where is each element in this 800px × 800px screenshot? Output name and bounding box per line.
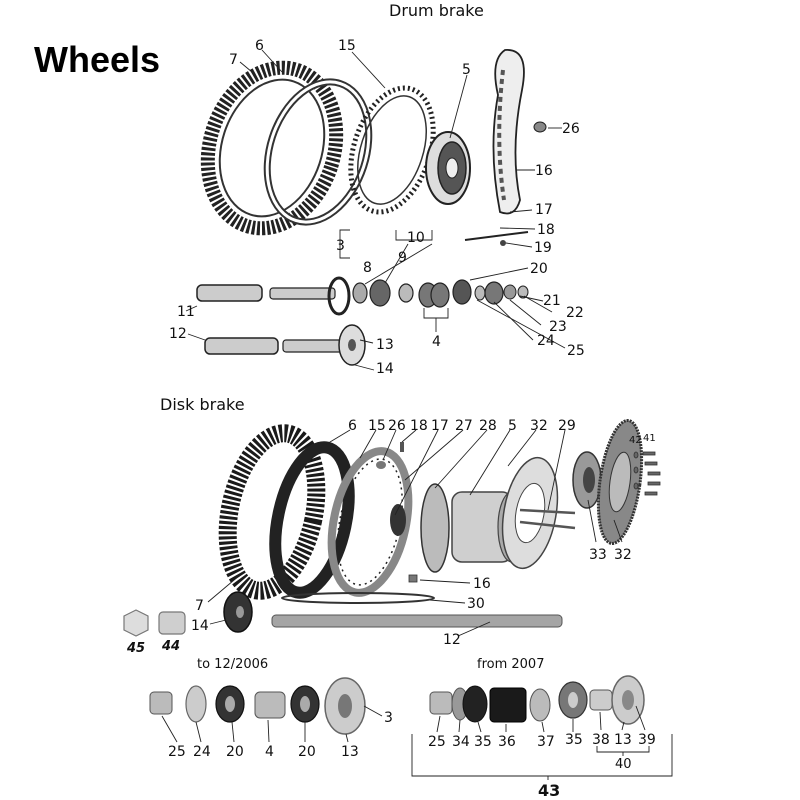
callout: 4 <box>432 334 441 350</box>
callout: 40 <box>615 757 632 772</box>
drum-brake-heading: Drum brake <box>389 1 484 20</box>
callout: 24 <box>537 333 555 349</box>
callout: 7 <box>229 52 238 68</box>
callout: 35 <box>474 734 492 750</box>
callout: 6 <box>348 418 357 434</box>
disk-brake-callouts: 6 15 26 18 17 27 28 5 32 29 42 41 33 32 … <box>126 418 656 656</box>
callout: 19 <box>534 240 552 256</box>
callout: 16 <box>473 576 491 592</box>
callout: 9 <box>398 250 407 266</box>
to-2006-parts <box>149 677 366 735</box>
to-2006-leaders <box>161 705 383 743</box>
callout: 7 <box>195 598 204 614</box>
callout: 37 <box>537 734 555 750</box>
from-2007-heading: from 2007 <box>477 657 544 672</box>
callout: 39 <box>638 732 656 748</box>
callout: 14 <box>376 361 394 377</box>
callout: 44 <box>161 639 180 654</box>
callout: 10 <box>407 230 425 246</box>
callout: 36 <box>498 734 516 750</box>
callout: 20 <box>530 261 548 277</box>
callout: 17 <box>431 418 449 434</box>
callout: 25 <box>168 744 186 760</box>
callout: 33 <box>589 547 607 563</box>
callout: 18 <box>410 418 428 434</box>
callout: 32 <box>614 547 632 563</box>
drum-brake-leaders <box>185 49 566 371</box>
drum-brake-parts <box>196 49 547 366</box>
to-2006-heading: to 12/2006 <box>197 657 268 672</box>
callout: 3 <box>336 238 345 254</box>
callout: 21 <box>543 293 561 309</box>
callout: 16 <box>535 163 553 179</box>
callout: 24 <box>193 744 211 760</box>
callout: 4 <box>265 744 274 760</box>
callout: 18 <box>537 222 555 238</box>
callout: 20 <box>226 744 244 760</box>
callout: 14 <box>191 618 209 634</box>
callout: 42 <box>629 435 642 446</box>
callout: 41 <box>643 433 656 444</box>
from-2007-callouts: 25 34 35 36 37 35 38 13 39 40 43 <box>428 732 656 800</box>
callout: 3 <box>384 710 393 726</box>
callout: 12 <box>443 632 461 648</box>
callout: 32 <box>530 418 548 434</box>
callout: 25 <box>428 734 446 750</box>
callout: 22 <box>566 305 584 321</box>
callout: 27 <box>455 418 473 434</box>
callout: 34 <box>452 734 470 750</box>
callout: 26 <box>388 418 406 434</box>
from-2007-leaders <box>411 705 673 780</box>
page-title: Wheels <box>34 39 160 80</box>
callout: 11 <box>177 304 195 320</box>
callout: 38 <box>592 732 610 748</box>
callout: 35 <box>565 732 583 748</box>
callout: 28 <box>479 418 497 434</box>
callout: 5 <box>462 62 471 78</box>
callout: 6 <box>255 38 264 54</box>
callout: 17 <box>535 202 553 218</box>
callout: 45 <box>126 641 145 656</box>
callout: 25 <box>567 343 585 359</box>
callout: 15 <box>338 38 356 54</box>
callout: 13 <box>614 732 632 748</box>
callout: 30 <box>467 596 485 612</box>
callout: 13 <box>341 744 359 760</box>
disk-brake-heading: Disk brake <box>160 395 245 414</box>
callout: 5 <box>508 418 517 434</box>
disk-brake-leaders <box>207 429 623 637</box>
callout: 26 <box>562 121 580 137</box>
callout: 20 <box>298 744 316 760</box>
disk-brake-parts <box>123 419 661 637</box>
callout: 43 <box>538 781 560 800</box>
callout: 29 <box>558 418 576 434</box>
callout: 12 <box>169 326 187 342</box>
to-2006-callouts: 25 24 20 4 20 13 3 <box>168 710 393 760</box>
callout: 13 <box>376 337 394 353</box>
callout: 8 <box>363 260 372 276</box>
drum-brake-callouts: 7 6 15 5 26 16 17 18 19 20 3 10 8 9 11 2… <box>169 38 585 377</box>
callout: 23 <box>549 319 567 335</box>
callout: 15 <box>368 418 386 434</box>
from-2007-parts <box>429 675 645 725</box>
